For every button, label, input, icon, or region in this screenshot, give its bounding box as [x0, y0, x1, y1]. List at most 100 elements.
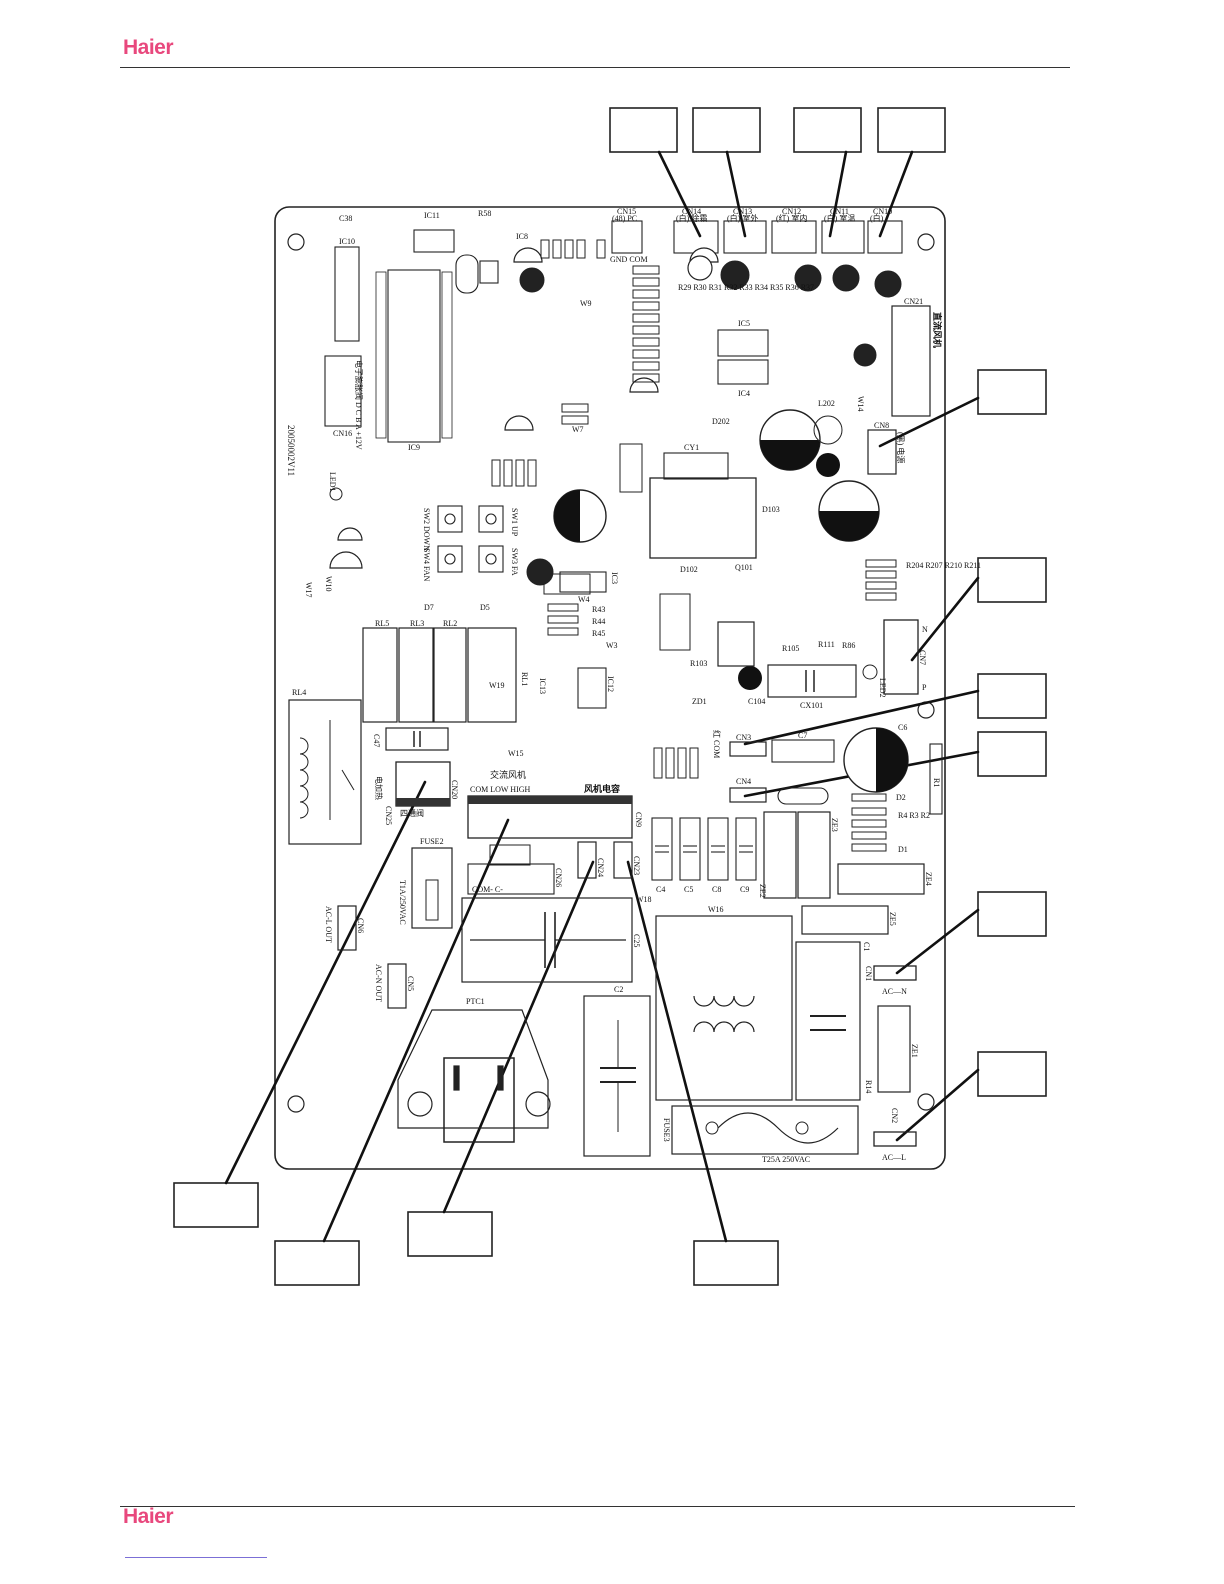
rl3-label: RL3 [410, 619, 424, 628]
fuse2-rating: T1A/250VAC [398, 880, 407, 925]
cn15-tag: (48) PC [612, 214, 637, 223]
w9-label: W9 [580, 299, 592, 308]
fuse3-rating: T25A 250VAC [762, 1155, 810, 1164]
cn21-label: CN21 [904, 297, 923, 306]
haier-logo-bottom: Haier [123, 1505, 174, 1528]
callout-box-1 [609, 107, 678, 153]
cn6-connector [337, 905, 357, 951]
ze1-label: ZE1 [910, 1044, 919, 1058]
cy1-cap [663, 452, 729, 480]
sw4-label: SW4 FAN [422, 548, 431, 582]
cn7-n: N [922, 625, 928, 634]
board-part-code-text: 20050002V11 [286, 425, 296, 476]
callout-box-9 [977, 891, 1047, 937]
fuse3-label: FUSE3 [662, 1118, 671, 1142]
cn25-label: CN25 [384, 806, 393, 825]
switching-transformer [649, 477, 757, 559]
cn6-label: CN6 [356, 918, 365, 933]
led1-label: LED1 [328, 472, 337, 492]
cn24-connector [577, 841, 597, 879]
ic101-chip [717, 621, 755, 667]
cn3-tag: 红 COM [712, 730, 722, 758]
w15-label: W15 [508, 749, 524, 758]
cx101-cap [767, 664, 857, 698]
com-c-label: COM- C- [472, 885, 503, 894]
ic8-label: IC8 [516, 232, 528, 241]
c104-label: C104 [748, 697, 765, 706]
ac-fan-label: 交流风机 [490, 769, 526, 780]
cn10-connector [867, 220, 903, 254]
w19-label: W19 [489, 681, 505, 690]
haier-logo-top: Haier [123, 36, 174, 59]
cn13-connector [723, 220, 767, 254]
cn16-label: CN16 [333, 429, 352, 438]
cn14-tag: (白) 除霜 [676, 213, 707, 223]
d2-label: D2 [896, 793, 906, 802]
r45-label: R45 [592, 629, 605, 638]
r111-label: R111 [818, 640, 835, 649]
r29-r37-list: R29 R30 R31 R32 R33 R34 R35 R36 R37 [678, 283, 814, 292]
w16-label: W16 [708, 905, 724, 914]
cn5-connector [387, 963, 407, 1009]
callout-box-7 [977, 673, 1047, 719]
d7-label: D7 [424, 603, 434, 612]
ic10-label: IC10 [339, 237, 355, 246]
cn20-label: CN20 [450, 780, 459, 799]
cn5-label: CN5 [406, 976, 415, 991]
cn14-label: CN14 [682, 207, 701, 216]
callout-boxes [173, 107, 1047, 1286]
cn12-label: CN12 [782, 207, 801, 216]
w14-label: W14 [856, 396, 865, 412]
c8-label: C8 [712, 885, 721, 894]
cn11-label: CN11 [830, 207, 849, 216]
cn2-tag: AC—L [882, 1153, 906, 1162]
cn3-label: CN3 [736, 733, 751, 742]
fuse2-holder [411, 847, 453, 929]
fan-speed-pins: COM LOW HIGH [470, 785, 531, 794]
r103-label: R103 [690, 659, 707, 668]
rl2-label: RL2 [443, 619, 457, 628]
sw2-switch [437, 505, 463, 533]
callout-box-6 [977, 557, 1047, 603]
c25-capacitor [461, 897, 633, 983]
sw1-switch [478, 505, 504, 533]
cn21-tag: 直流风机 [932, 312, 943, 348]
cn9-label: CN9 [634, 812, 643, 827]
cn7-connector [883, 619, 919, 695]
cn1-label: CN1 [864, 966, 873, 981]
cn24-label: CN24 [596, 858, 605, 877]
cn10-label: CN10 [873, 207, 892, 216]
ze4-varistor [837, 863, 925, 895]
board-outline [274, 206, 946, 1170]
d5-label: D5 [480, 603, 490, 612]
transistors-top [329, 247, 902, 586]
cn21-connector [891, 305, 931, 417]
ic4-chip [717, 359, 769, 385]
d102-label: D102 [680, 565, 698, 574]
ic5-ic4 [717, 329, 769, 385]
cn8-label: CN8 [874, 421, 889, 430]
w17-label: W17 [304, 582, 313, 598]
ze1-varistor [877, 1005, 911, 1093]
four-way-valve-label: 四通阀 [400, 808, 424, 818]
cn13-tag: (白) 室外 [727, 213, 758, 223]
c1-label: C1 [862, 942, 871, 951]
cn4-label: CN4 [736, 777, 751, 786]
cn26-label: CN26 [554, 868, 563, 887]
cn11-tag: (白) 室温 [824, 213, 855, 223]
callout-box-2 [692, 107, 761, 153]
callout-box-10 [977, 1051, 1047, 1097]
r58-label: R58 [478, 209, 491, 218]
w7-label: W7 [572, 425, 584, 434]
callout-box-11 [173, 1182, 259, 1228]
ic11-chip [413, 229, 455, 253]
c47-label: C47 [372, 734, 381, 747]
r14-label: R14 [864, 1080, 873, 1093]
callout-box-12 [274, 1240, 360, 1286]
callout-box-8 [977, 731, 1047, 777]
c5-label: C5 [684, 885, 693, 894]
ze3-varistor [797, 811, 831, 899]
gnd-com-label: GND COM [610, 255, 648, 264]
cy1-label: CY1 [684, 443, 699, 452]
